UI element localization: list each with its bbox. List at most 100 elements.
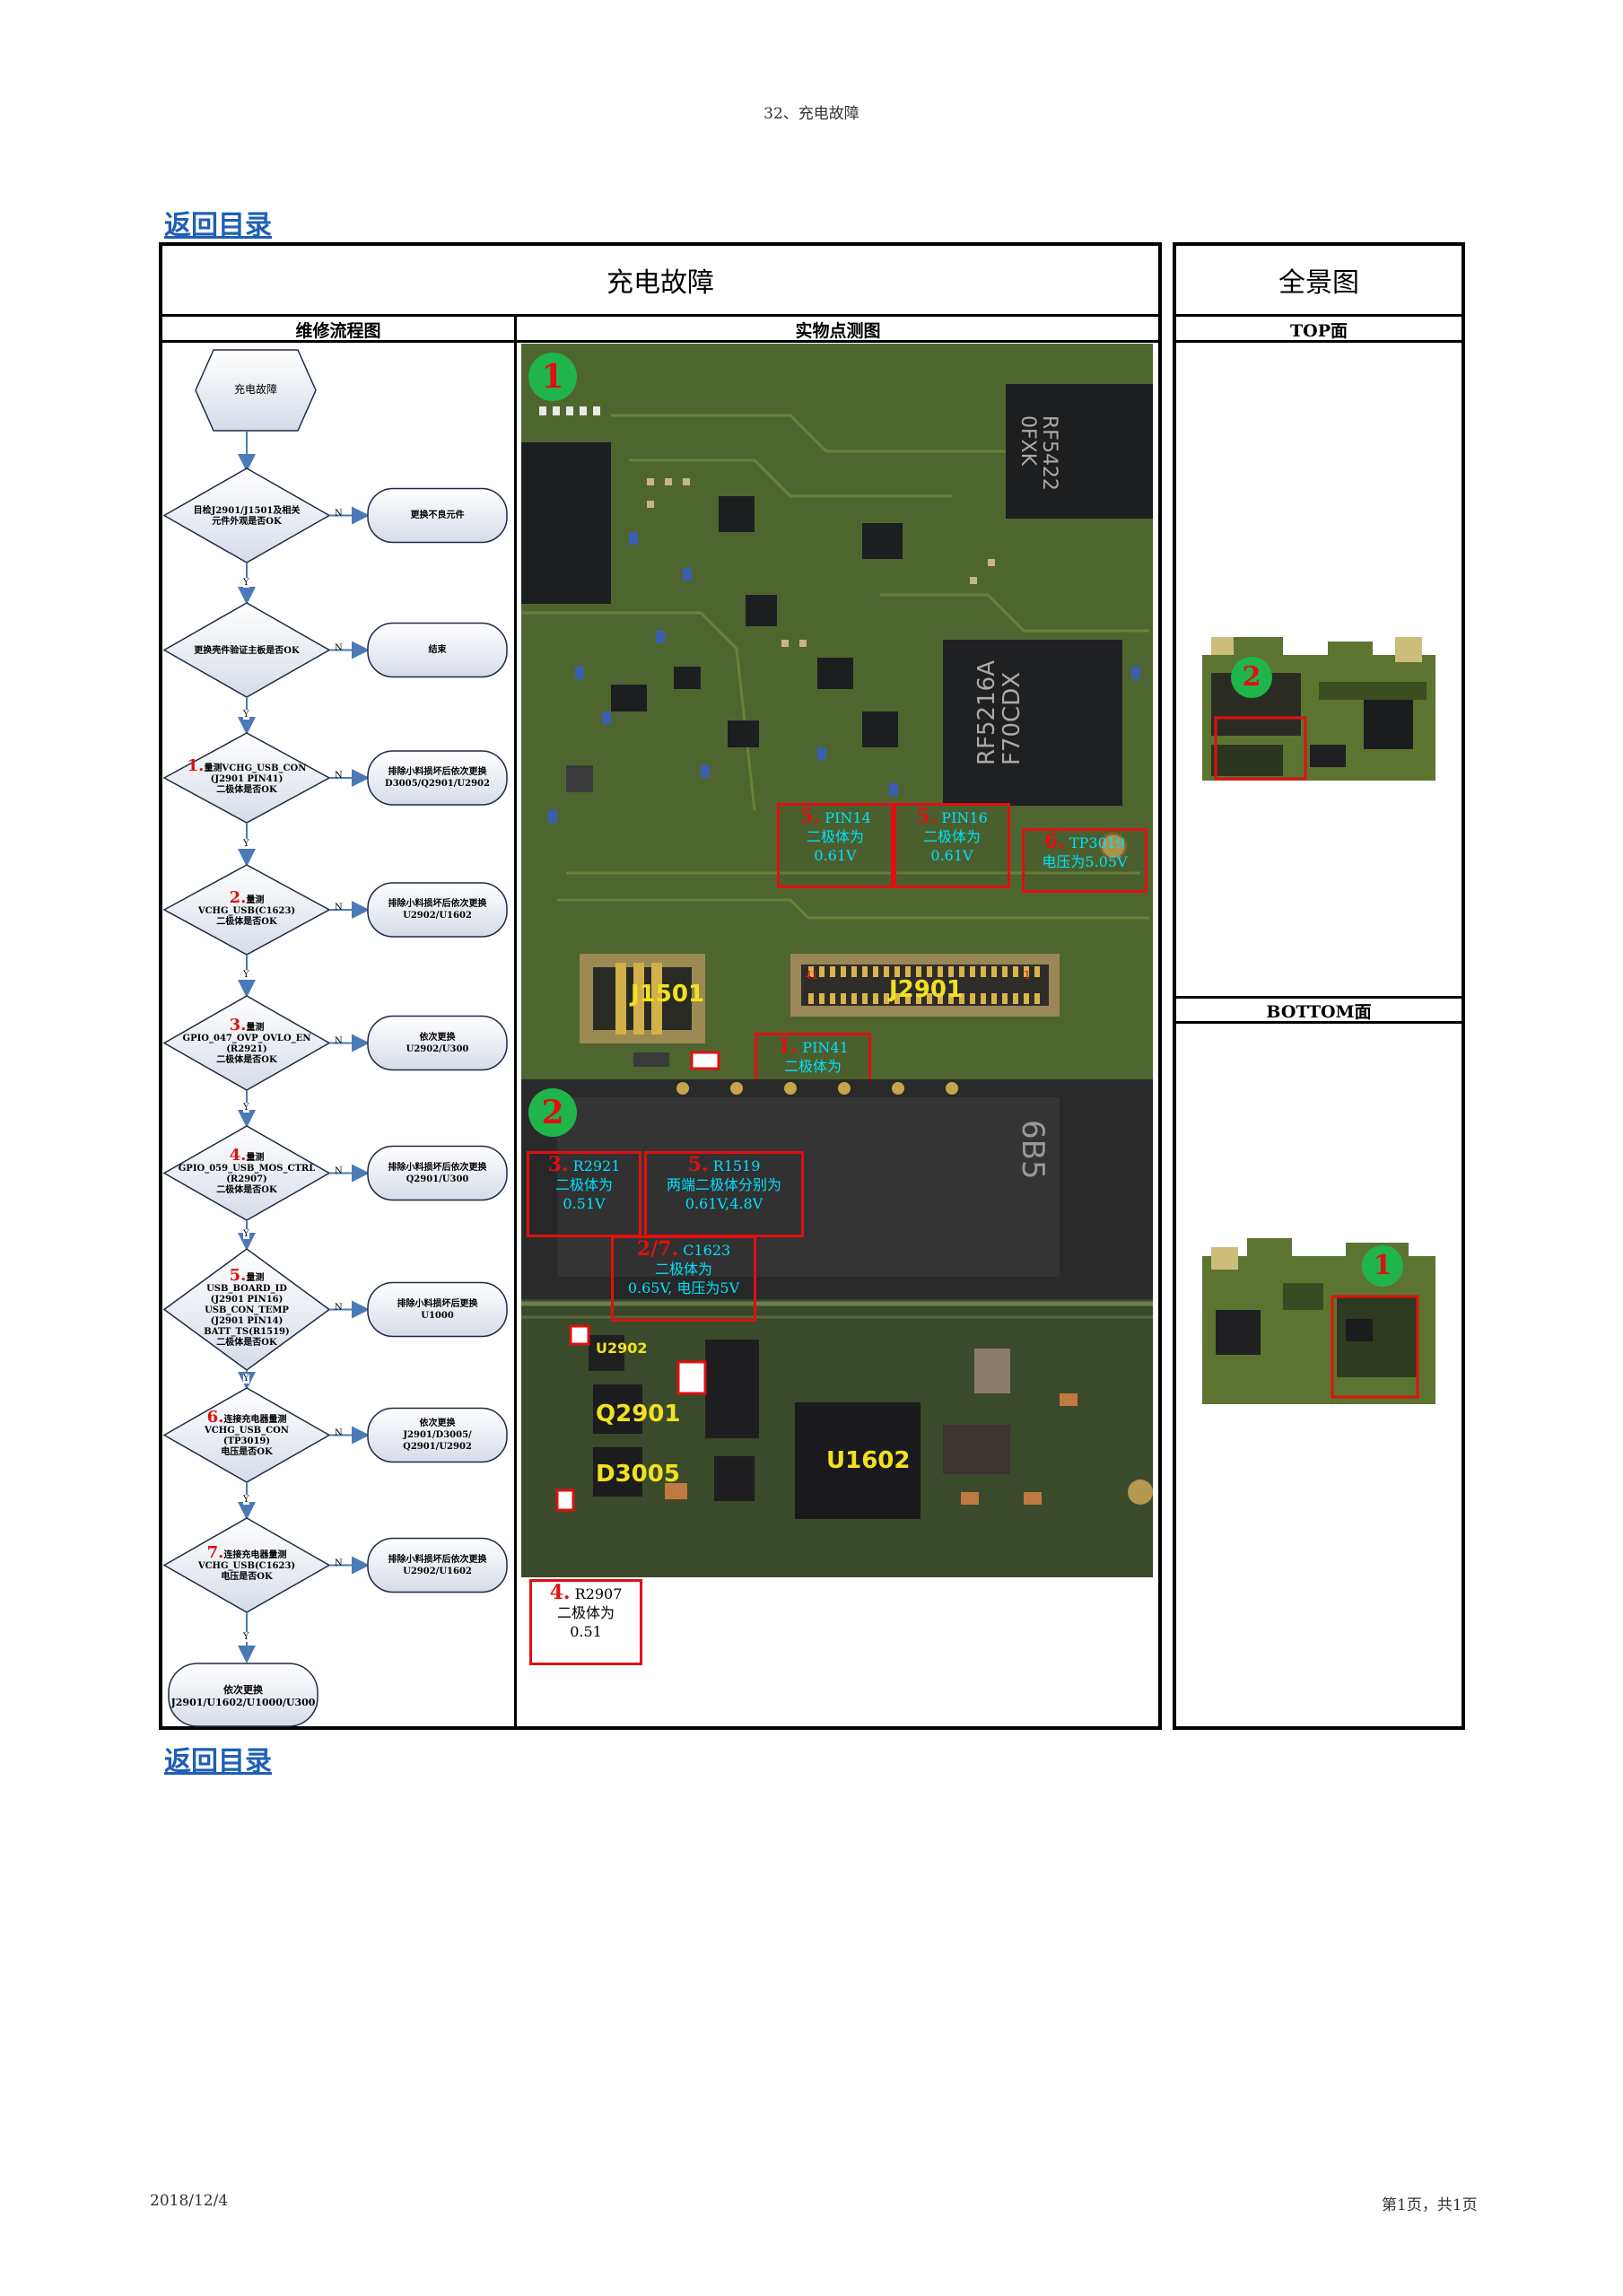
- step-text: 量测 GPIO_059_USB_MOS_CTRL (R2907) 二极体是否OK: [178, 1153, 316, 1195]
- top-marker-badge: 2: [1231, 657, 1272, 698]
- back-to-toc-link-bottom[interactable]: 返回目录: [164, 1746, 272, 1777]
- decision-node-label: 5.量测 USB_BOARD_ID (J2901 PIN16) USB_CON_…: [164, 1249, 329, 1370]
- annotation-text: PIN14 二极体为 0.61V: [806, 809, 871, 864]
- connector-pin: [851, 993, 857, 1004]
- end-node-shape: [168, 1663, 318, 1727]
- start-node: [195, 349, 317, 432]
- j2901-label: J2901: [889, 976, 964, 1003]
- panorama-table: [1173, 242, 1465, 1730]
- decision-node-label: 更换壳件验证主板是否OK: [164, 603, 329, 697]
- action-node-label: 依次更换 U2902/U300: [406, 1032, 469, 1054]
- yes-label: Y: [243, 577, 249, 588]
- decision-node-text: 4.量测 GPIO_059_USB_MOS_CTRL (R2907) 二极体是否…: [178, 1148, 316, 1196]
- no-label: N: [335, 1165, 343, 1176]
- pin1-tag: 1: [1024, 969, 1031, 982]
- back-to-toc-link[interactable]: 返回目录: [164, 210, 272, 241]
- repair-flowchart: [162, 349, 508, 1727]
- decision-node-text: 3.量测 GPIO_047_OVP_OVLO_EN (R2921) 二极体是否O…: [183, 1017, 311, 1066]
- action-node: [367, 1537, 508, 1593]
- connector-pin: [970, 966, 975, 977]
- connector-pin: [873, 966, 878, 977]
- no-label: N: [335, 642, 343, 653]
- action-node-label: 排除小料损坏后更换 U1000: [397, 1298, 478, 1321]
- pin41-tag: 41: [805, 969, 819, 982]
- connector-pin: [938, 993, 943, 1004]
- u2902-label: U2902: [596, 1340, 648, 1357]
- divider: [159, 340, 1162, 343]
- annotation-number: 2/7.: [636, 1237, 679, 1261]
- connector-pin: [991, 966, 997, 977]
- step-number: 3.: [229, 1016, 247, 1035]
- step-number: 2.: [229, 887, 247, 907]
- yes-label: Y: [243, 1374, 249, 1384]
- annotation-text: R2907 二极体为 0.51: [556, 1585, 623, 1640]
- connector-pin: [991, 993, 997, 1004]
- annotation-number: 4.: [549, 1581, 571, 1604]
- annotation-c1623: 2/7. C1623 二极体为 0.65V, 电压为5V: [611, 1235, 756, 1322]
- action-node: [367, 487, 508, 544]
- end-node-label: 依次更换 J2901/U1602/U1000/U300: [170, 1683, 316, 1708]
- step-number: 5.: [229, 1266, 247, 1285]
- annotation-pin14: 5. PIN14 二极体为 0.61V: [777, 803, 894, 888]
- footer-date: 2018/12/4: [150, 2192, 229, 2210]
- step-number: 4.: [229, 1146, 247, 1165]
- pcb-photo-1: RF5422 0FXK RF5216A F70CDX J1501 J2901 4…: [521, 344, 1153, 1079]
- annotation-text: TP3019 电压为5.05V: [1042, 834, 1128, 870]
- connector-pin: [862, 966, 868, 977]
- decision-node-label: 1.量测VCHG_USB_CON (J2901 PIN41) 二极体是否OK: [164, 733, 329, 823]
- connector-pin: [959, 993, 964, 1004]
- connector-pin: [894, 993, 900, 1004]
- no-label: N: [335, 508, 343, 519]
- silkscreen-6b5: 6B5: [1015, 1120, 1051, 1180]
- connector-pin: [1024, 993, 1029, 1004]
- connector-pin: [948, 966, 954, 977]
- decision-node-label: 目检J2901/J1501及相关 元件外观是否OK: [164, 468, 329, 563]
- decision-node-text: 目检J2901/J1501及相关 元件外观是否OK: [194, 503, 301, 528]
- photo1-marker-badge: 1: [528, 353, 577, 401]
- yes-label: Y: [243, 1631, 249, 1642]
- annotation-text: PIN41 二极体为 0.41V: [783, 1039, 849, 1079]
- annotation-tp3019: 6. TP3019 电压为5.05V: [1022, 828, 1147, 893]
- annotation-number: 5.: [799, 805, 821, 828]
- action-node: [367, 1281, 508, 1338]
- annotation-text: PIN16 二极体为 0.61V: [922, 809, 988, 864]
- connector-pin: [873, 993, 878, 1004]
- decision-node-text: 6.连接充电器量测 VCHG_USB_CON (TP3019) 电压是否OK: [205, 1410, 289, 1458]
- connector-pin: [841, 993, 846, 1004]
- annotation-text: C1623 二极体为 0.65V, 电压为5V: [627, 1242, 740, 1296]
- decision-node-label: 6.连接充电器量测 VCHG_USB_CON (TP3019) 电压是否OK: [164, 1388, 329, 1482]
- decision-node-text: 7.连接充电器量测 VCHG_USB(C1623) 电压是否OK: [197, 1545, 296, 1583]
- action-node-label: 排除小料损坏后依次更换 U2902/U1602: [388, 899, 487, 921]
- no-label: N: [335, 903, 343, 912]
- connector-pin: [819, 966, 825, 977]
- step-text: 连接充电器量测 VCHG_USB_CON (TP3019) 电压是否OK: [205, 1415, 289, 1457]
- annotation-number: 6.: [1043, 830, 1065, 853]
- yes-label: Y: [243, 1103, 249, 1113]
- connector-pin: [1013, 993, 1018, 1004]
- step-text: 连接充电器量测 VCHG_USB(C1623) 电压是否OK: [197, 1550, 296, 1582]
- connector-pin: [1013, 966, 1018, 977]
- action-node: [367, 1407, 508, 1463]
- action-node-label: 排除小料损坏后依次更换 U2902/U1602: [388, 1554, 487, 1576]
- annotation-text: R2921 二极体为 0.51V: [554, 1157, 621, 1212]
- divider: [1173, 314, 1465, 317]
- connector-pin: [916, 993, 921, 1004]
- step-text: 目检J2901/J1501及相关 元件外观是否OK: [193, 506, 301, 527]
- decision-node-text: 5.量测 USB_BOARD_ID (J2901 PIN16) USB_CON_…: [204, 1268, 289, 1349]
- connector-pin: [830, 966, 835, 977]
- u1602-label: U1602: [826, 1447, 911, 1474]
- action-node: [367, 882, 508, 938]
- start-node-label: 充电故障: [233, 383, 277, 396]
- connector-pin: [808, 993, 814, 1004]
- no-label: N: [335, 1558, 343, 1568]
- top-side-label: TOP面: [1290, 321, 1348, 341]
- annotation-number: 5.: [916, 805, 938, 828]
- top-board-overview: [1193, 619, 1444, 781]
- step-number: 7.: [206, 1543, 224, 1562]
- decision-node-label: 2.量测 VCHG_USB(C1623) 二极体是否OK: [164, 865, 329, 955]
- divider: [159, 314, 1162, 317]
- photo2-marker-badge: 2: [528, 1088, 577, 1137]
- no-label: N: [335, 771, 343, 781]
- connector-pin: [970, 993, 975, 1004]
